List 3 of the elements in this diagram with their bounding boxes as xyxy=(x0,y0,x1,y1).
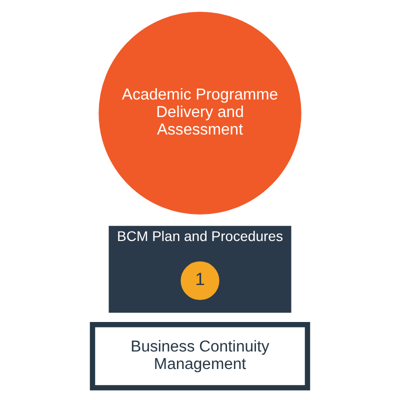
node-circle: 1 xyxy=(180,261,220,300)
node-box: Business Continuity Management xyxy=(90,322,310,390)
node-circle: Academic Programme Delivery and Assessment xyxy=(98,12,302,214)
